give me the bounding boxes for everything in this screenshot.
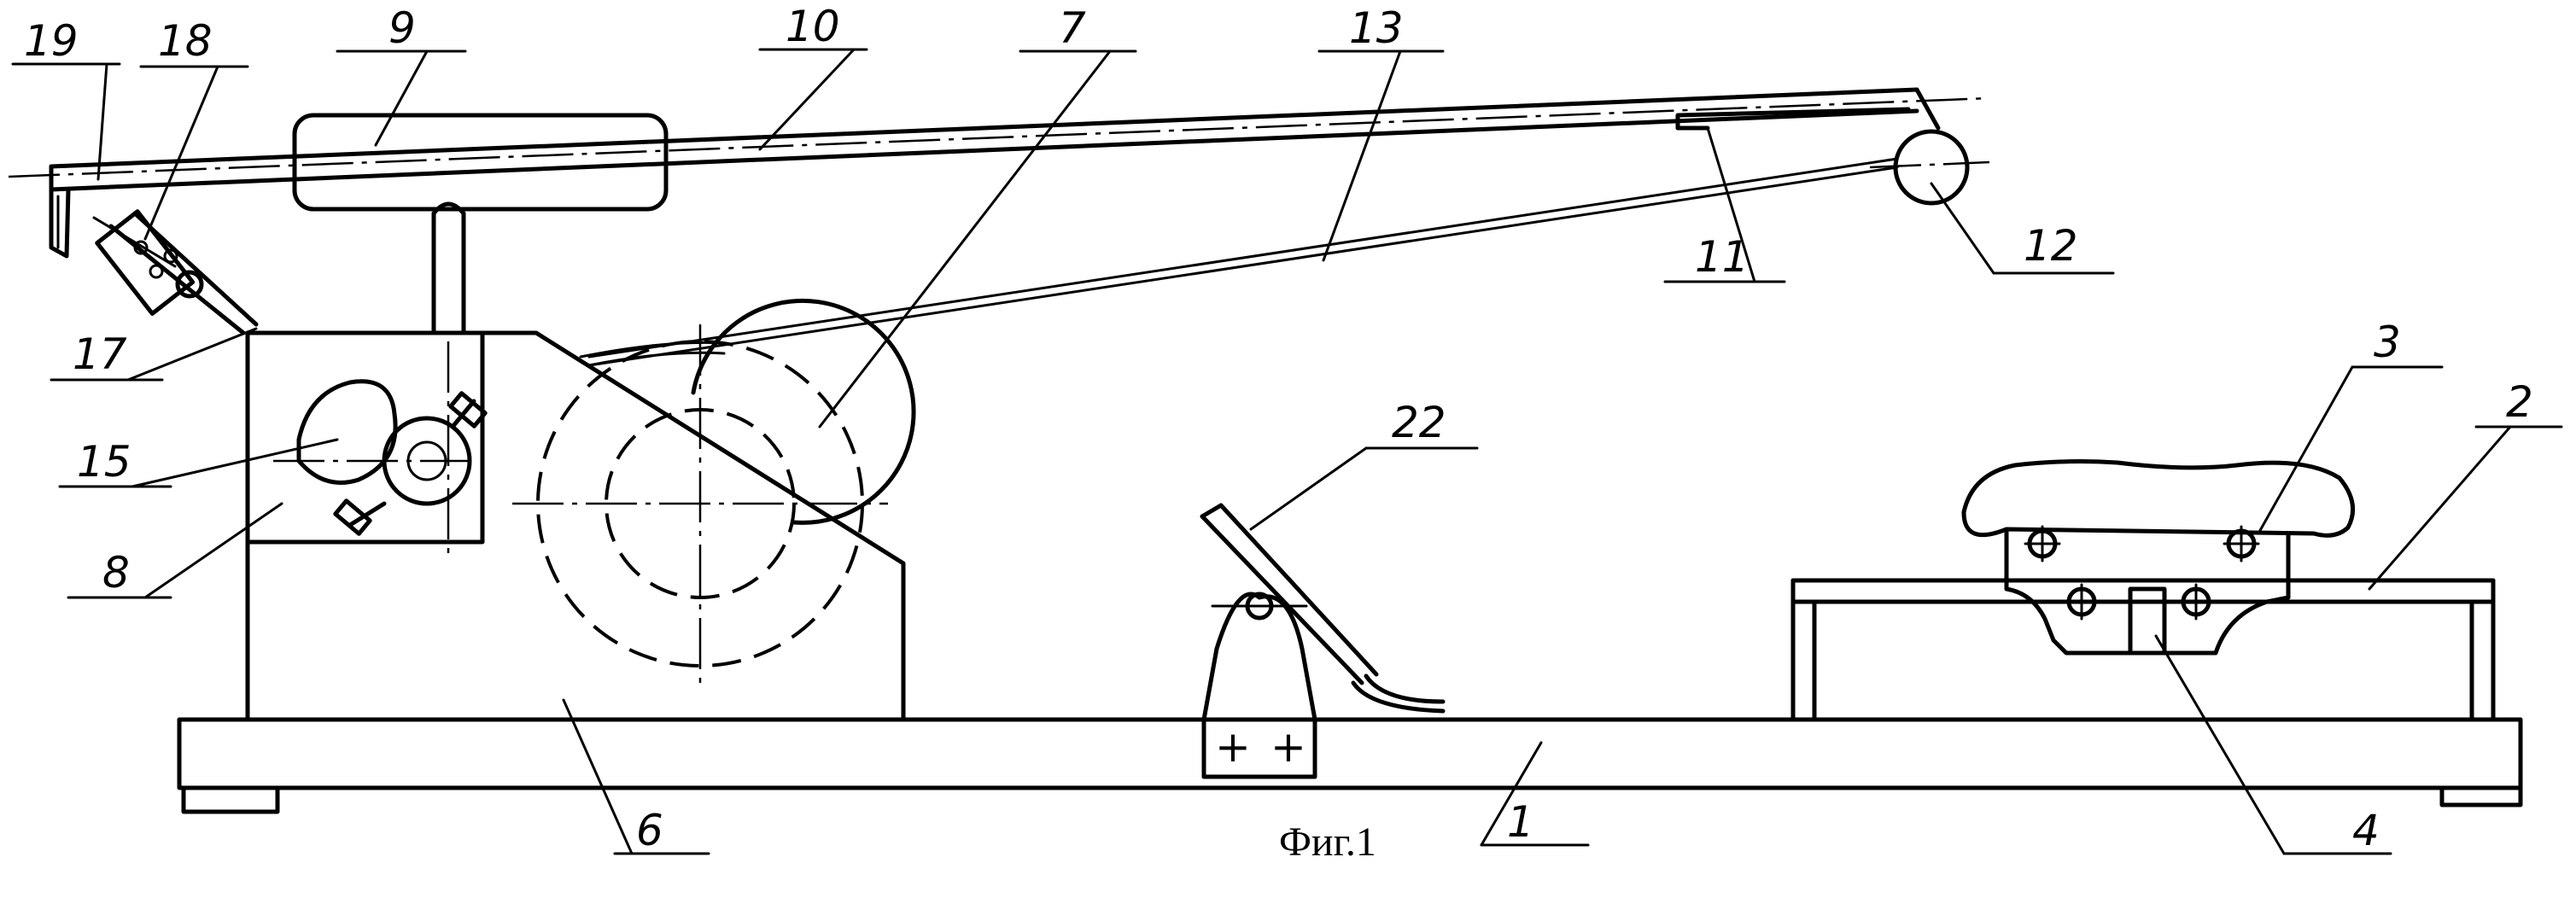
callout-3-text: 3 xyxy=(2374,318,2401,367)
base-plate xyxy=(179,720,2521,812)
callout-1: 1 xyxy=(1481,797,1588,847)
callout-4-text: 4 xyxy=(2352,806,2380,855)
callout-13: 13 xyxy=(1319,3,1443,53)
callout-19: 19 xyxy=(13,16,120,66)
callout-11: 11 xyxy=(1665,232,1785,282)
callout-17-text: 17 xyxy=(73,329,127,379)
callout-12-text: 12 xyxy=(2024,221,2078,271)
callout-1-text: 1 xyxy=(1507,797,1534,847)
callout-18: 18 xyxy=(141,16,248,67)
callout-22: 22 xyxy=(1366,398,1477,448)
svg-text:+: + xyxy=(1215,722,1251,772)
callout-8-text: 8 xyxy=(102,548,130,597)
callout-10: 10 xyxy=(760,2,867,51)
callout-10-text: 10 xyxy=(786,2,840,51)
callout-18-text: 18 xyxy=(158,16,213,66)
gear-box xyxy=(248,333,485,555)
frame xyxy=(1793,580,2493,720)
seat xyxy=(1964,462,2353,653)
clamp xyxy=(94,212,256,333)
callout-3: 3 xyxy=(2352,318,2442,367)
callout-2-text: 2 xyxy=(2506,377,2533,427)
callout-2: 2 xyxy=(2476,377,2561,427)
callout-9-text: 9 xyxy=(388,3,416,53)
callout-9: 9 xyxy=(337,3,465,53)
pedal: + + xyxy=(1202,505,1443,777)
svg-text:+: + xyxy=(1270,722,1306,772)
callout-22-text: 22 xyxy=(1392,398,1446,447)
figure-caption: Фиг.1 xyxy=(1279,819,1376,865)
callout-7-text: 7 xyxy=(1059,3,1086,53)
callout-4: 4 xyxy=(2284,806,2391,855)
callout-11-text: 11 xyxy=(1695,232,1749,282)
callout-12: 12 xyxy=(1994,221,2113,273)
column xyxy=(434,204,464,333)
callout-6-text: 6 xyxy=(636,806,663,855)
ball xyxy=(1870,131,1989,203)
callout-13-text: 13 xyxy=(1349,3,1404,53)
callout-15-text: 15 xyxy=(77,437,131,487)
callout-7: 7 xyxy=(1020,3,1136,53)
callout-19-text: 19 xyxy=(24,16,79,66)
callout-15: 15 xyxy=(60,437,171,487)
